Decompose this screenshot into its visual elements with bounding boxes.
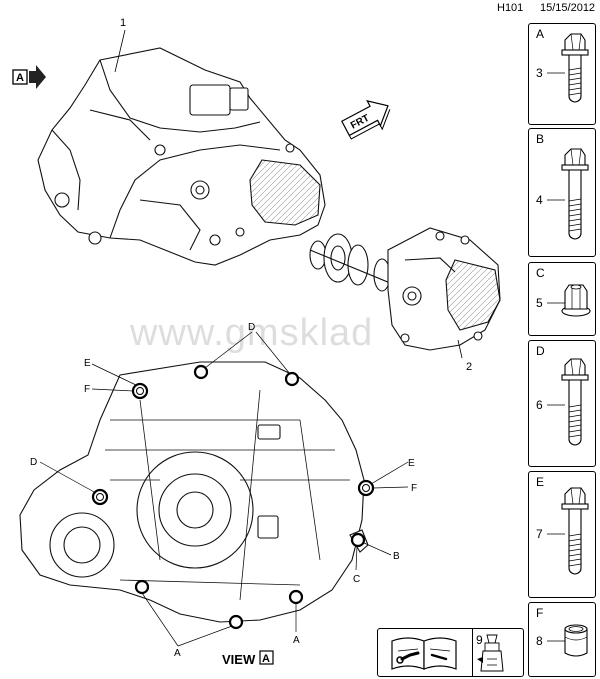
bolt-label-e-right: E (408, 458, 415, 469)
flange-bolt-long-icon (547, 487, 589, 575)
callout-1: 1 (120, 17, 126, 29)
bolt-label-b-right: B (393, 551, 400, 562)
transmission-assembly (37, 47, 326, 266)
manual-ref-number: 9 (476, 633, 483, 647)
legend-number: 3 (536, 66, 543, 80)
flange-nut-icon (547, 284, 591, 317)
front-direction-arrow: FRT (341, 100, 391, 140)
service-manual-icon (391, 637, 457, 670)
bolt-label-f-right: F (411, 483, 417, 494)
differential-assembly (309, 227, 501, 351)
legend-number: 6 (536, 398, 543, 412)
bolt-label-c-right: C (353, 574, 360, 585)
legend-letter: A (536, 27, 545, 41)
sleeve-bushing-icon (547, 624, 588, 657)
legend-letter: F (536, 606, 544, 620)
callout-2: 2 (466, 361, 472, 373)
flange-bolt-long-icon (547, 148, 589, 240)
lubricant-bottle-icon (477, 634, 504, 672)
leader-line-2 (457, 339, 463, 359)
leader-line-1 (114, 29, 126, 73)
legend-number: 8 (536, 634, 543, 648)
legend-panel-e: E 7 (528, 471, 596, 598)
legend-panel-b: B 4 (528, 128, 596, 257)
legend-letter: B (536, 132, 545, 146)
legend-panel-f: F 8 (528, 602, 596, 677)
bolt-label-f-left: F (84, 384, 90, 395)
bolt-leader-lines (39, 331, 409, 647)
transmission-housing-face (19, 361, 369, 623)
bolt-label-d-left: D (30, 457, 37, 468)
view-caption-text: VIEW (222, 652, 256, 667)
view-arrow-letter: A (16, 72, 24, 84)
bolt-holes (91, 364, 375, 630)
bolt-label-d-top: D (248, 322, 255, 333)
view-a-arrow: A (12, 65, 46, 89)
flange-bolt-long-icon (547, 33, 589, 103)
service-manual-reference: 9 (377, 628, 524, 677)
view-caption-letter: A (262, 653, 270, 665)
bolt-label-e-left: E (84, 358, 91, 369)
view-caption-box (259, 650, 274, 665)
legend-panel-c: C 5 (528, 262, 596, 336)
manual-box-separator (472, 629, 473, 676)
legend-number: 5 (536, 296, 543, 310)
legend-panel-a: A 3 (528, 23, 596, 125)
legend-panel-d: D 6 (528, 340, 596, 467)
legend-number: 4 (536, 193, 543, 207)
legend-letter: D (536, 344, 545, 358)
legend-number: 7 (536, 527, 543, 541)
bolt-label-a-right: A (293, 635, 300, 646)
diagram-date: 15/15/2012 (540, 2, 596, 14)
flange-bolt-long-icon (547, 358, 589, 446)
bolt-label-a-left: A (174, 648, 181, 659)
legend-letter: E (536, 475, 545, 489)
legend-letter: C (536, 266, 545, 280)
diagram-code: H101 (497, 2, 524, 14)
